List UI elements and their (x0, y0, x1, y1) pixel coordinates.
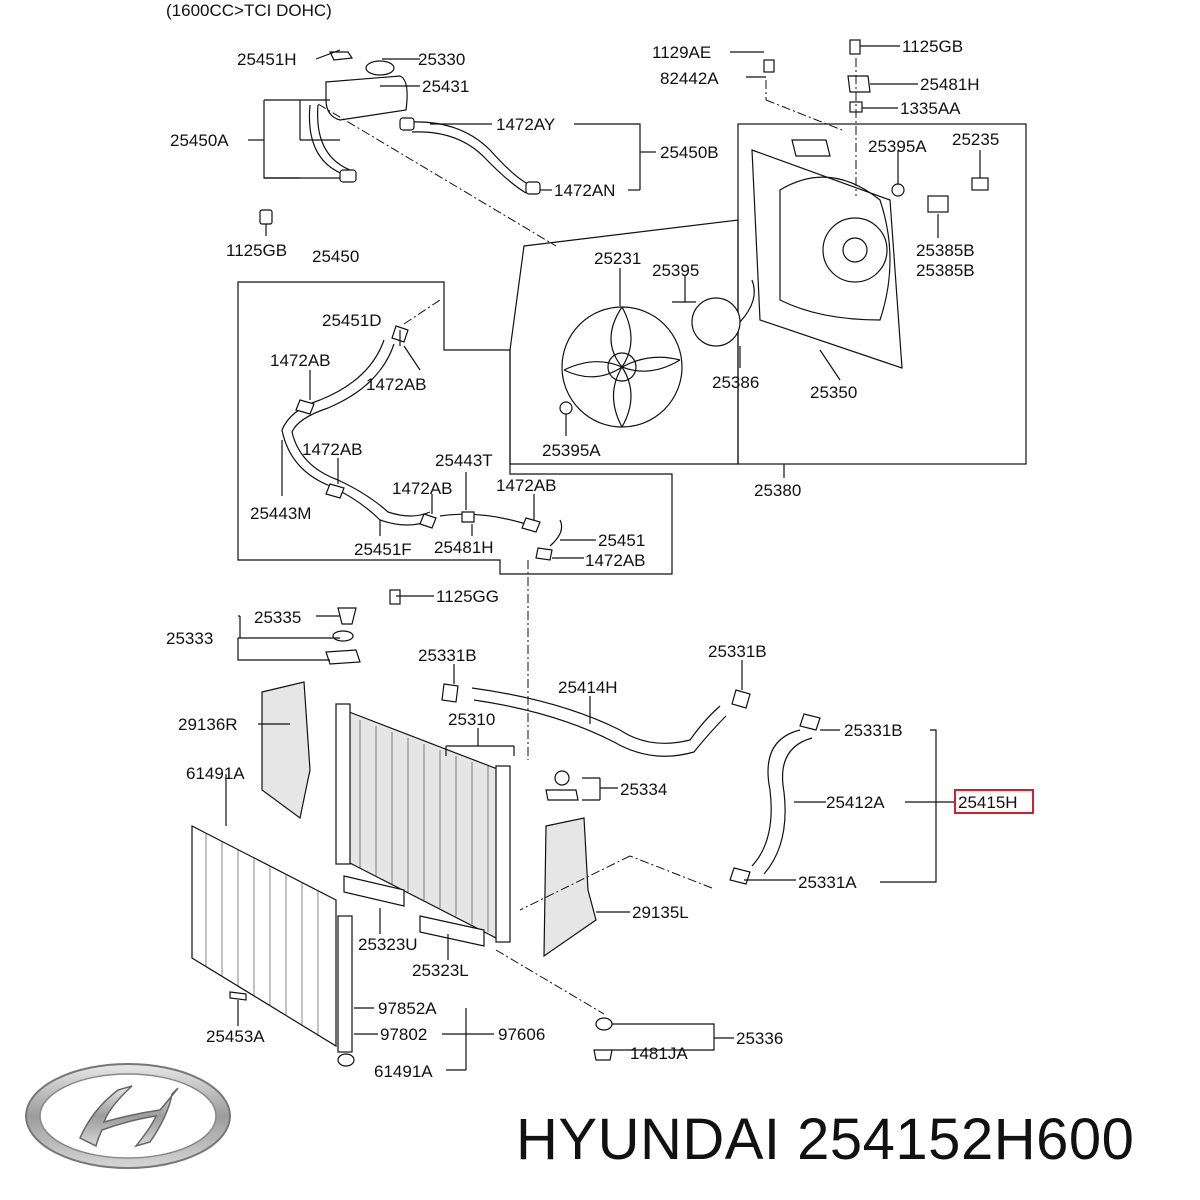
label-1125GB-right: 1125GB (902, 37, 963, 56)
label-61491A-top: 61491A (186, 764, 245, 783)
engine-spec-header: (1600CC>TCI DOHC) (166, 1, 332, 20)
label-25443T: 25443T (435, 451, 493, 470)
label-25323L: 25323L (412, 961, 469, 980)
fan-shroud-leaders (565, 45, 981, 478)
label-29136R: 29136R (178, 715, 238, 734)
label-25451F: 25451F (354, 540, 412, 559)
label-1472AB-e: 1472AB (496, 476, 557, 495)
label-25333: 25333 (166, 629, 213, 648)
label-25323U: 25323U (358, 935, 418, 954)
highlight-box (954, 789, 1034, 814)
label-25415H-highlighted: 25415H (958, 793, 1018, 812)
label-25331B-b: 25331B (708, 642, 767, 661)
part-number: 254152H600 (797, 1107, 1135, 1172)
label-1335AA: 1335AA (900, 99, 961, 118)
label-1481JA: 1481JA (630, 1044, 688, 1063)
label-25385B-a: 25385B (916, 241, 975, 260)
reservoir-leaders (248, 49, 656, 247)
hyundai-logo-icon (25, 1063, 231, 1169)
label-25414H: 25414H (558, 678, 618, 697)
label-97606: 97606 (498, 1025, 545, 1044)
label-1472AB-f: 1472AB (585, 551, 646, 570)
label-25331B-c: 25331B (844, 721, 903, 740)
label-25481H-top: 25481H (920, 75, 980, 94)
label-1125GG: 1125GG (436, 587, 499, 606)
label-25412A: 25412A (826, 793, 885, 812)
label-1129AE: 1129AE (652, 43, 711, 62)
exploded-parts-diagram: (1600CC>TCI DOHC) 25451H 25330 25431 254… (166, 1, 1034, 1080)
reservoir-tank-illustration (259, 51, 541, 225)
label-1472AN: 1472AN (554, 181, 615, 200)
label-25451: 25451 (598, 531, 645, 550)
label-25235: 25235 (952, 130, 999, 149)
label-1472AB-a: 1472AB (270, 351, 331, 370)
label-61491A-bottom: 61491A (374, 1062, 433, 1080)
label-25450A: 25450A (170, 131, 229, 150)
brand-part-number: HYUNDAI 254152H600 (516, 1106, 1134, 1173)
radiator-leaders (225, 595, 956, 1071)
label-25431: 25431 (422, 77, 469, 96)
label-1472AY: 1472AY (496, 115, 555, 134)
label-1472AB-c: 1472AB (302, 440, 363, 459)
label-25453A: 25453A (206, 1027, 265, 1046)
label-29135L: 29135L (632, 903, 689, 922)
fan-shroud-illustration (509, 39, 1027, 465)
bypass-hose-leaders (281, 299, 596, 760)
bypass-hose-illustration (237, 281, 673, 575)
label-25451D: 25451D (322, 311, 382, 330)
brand-name: HYUNDAI (516, 1107, 781, 1172)
label-25335: 25335 (254, 608, 301, 627)
label-25450B: 25450B (660, 143, 719, 162)
label-1472AB-d: 1472AB (392, 479, 453, 498)
label-25231: 25231 (594, 249, 641, 268)
label-25331A: 25331A (798, 873, 857, 892)
radiator-illustration (191, 589, 821, 1067)
label-82442A: 82442A (660, 69, 719, 88)
label-25395A-bottom: 25395A (542, 441, 601, 460)
label-1472AB-b: 1472AB (366, 375, 427, 394)
label-25336: 25336 (736, 1029, 783, 1048)
label-25451H: 25451H (237, 50, 297, 69)
label-25350: 25350 (810, 383, 857, 402)
label-97802: 97802 (380, 1025, 427, 1044)
label-25331B-a: 25331B (418, 646, 477, 665)
label-97852A: 97852A (378, 999, 437, 1018)
label-25481H-bottom: 25481H (434, 538, 494, 557)
label-25310: 25310 (448, 710, 495, 729)
label-25380: 25380 (754, 481, 801, 500)
label-25386: 25386 (712, 373, 759, 392)
label-25334: 25334 (620, 780, 667, 799)
label-25385B-b: 25385B (916, 261, 975, 280)
label-25330: 25330 (418, 50, 465, 69)
label-25443M: 25443M (250, 504, 311, 523)
label-25395: 25395 (652, 261, 699, 280)
label-1125GB-left: 1125GB (226, 241, 287, 260)
label-25395A-top: 25395A (868, 137, 927, 156)
label-25450: 25450 (312, 247, 359, 266)
